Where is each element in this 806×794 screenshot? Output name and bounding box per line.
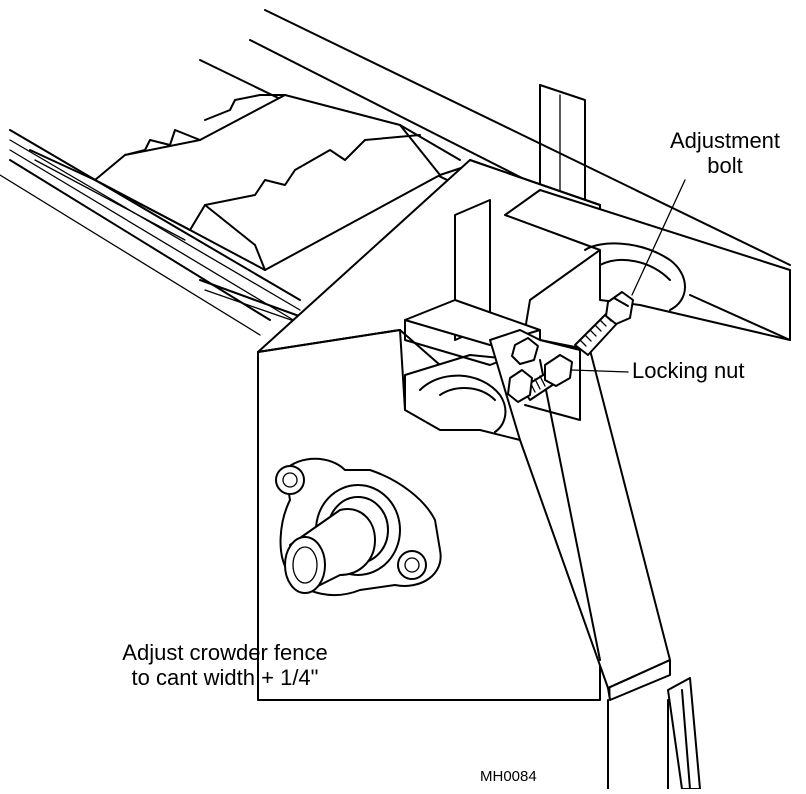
leader-lines bbox=[571, 179, 686, 373]
shaft bbox=[284, 508, 376, 594]
instruction-caption-line1: Adjust crowder fence bbox=[122, 640, 328, 665]
locking-nut-label: Locking nut bbox=[632, 358, 745, 383]
adjustment-arm bbox=[489, 329, 671, 701]
instruction-caption-line2: to cant width + 1/4" bbox=[131, 665, 319, 690]
figure-code: MH0084 bbox=[480, 768, 537, 785]
adjustment-bolt-label-line1: Adjustment bbox=[669, 128, 781, 153]
adjustment-bolt-label-line2: bolt bbox=[707, 153, 743, 178]
adjustment-bolt-label: Adjustment bolt bbox=[650, 128, 800, 178]
support-post bbox=[607, 677, 701, 790]
conveyor-rails bbox=[0, 129, 311, 336]
locking-nut-bolt bbox=[507, 337, 573, 403]
instruction-caption: Adjust crowder fence to cant width + 1/4… bbox=[85, 640, 365, 690]
upper-roller bbox=[504, 189, 791, 341]
adjustment-bolt bbox=[574, 291, 634, 356]
lower-roller bbox=[404, 354, 521, 441]
chain-link-plates bbox=[29, 94, 471, 271]
